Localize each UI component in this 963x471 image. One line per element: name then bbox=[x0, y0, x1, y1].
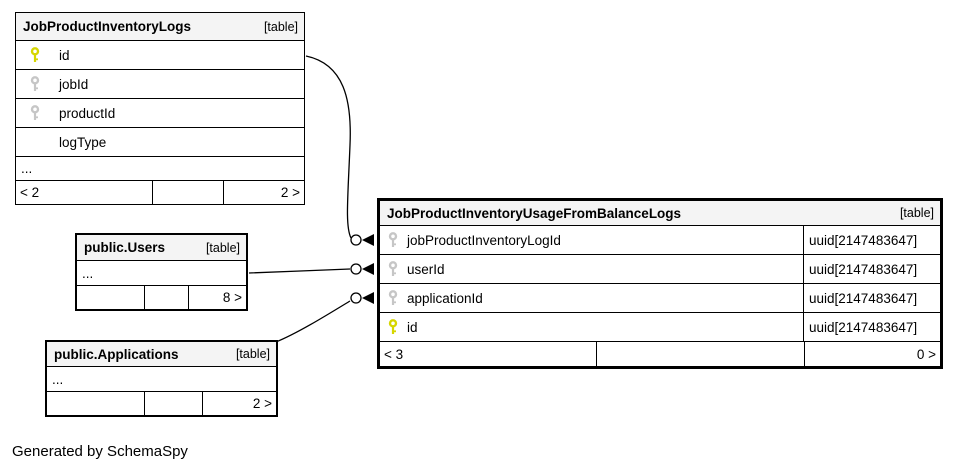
column-name: productId bbox=[59, 105, 116, 121]
table-footer: < 3 0 > bbox=[380, 342, 940, 366]
table-title[interactable]: public.Applications bbox=[54, 346, 179, 362]
degree-out-count: 8 > bbox=[188, 286, 246, 309]
column-name: logType bbox=[59, 134, 107, 150]
footer-spacer bbox=[145, 392, 202, 415]
table-node-public-users[interactable]: public.Users [table] ... 8 > bbox=[75, 233, 248, 311]
primary-key-icon bbox=[387, 319, 399, 335]
edge-endpoint-circle bbox=[350, 292, 362, 304]
table-type-badge: [table] bbox=[899, 206, 934, 220]
degree-in-count: < 3 bbox=[380, 342, 597, 366]
edge-arrowhead bbox=[362, 263, 374, 275]
column-name: id bbox=[407, 319, 418, 335]
column-name: jobProductInventoryLogId bbox=[407, 232, 561, 248]
column-type: uuid[2147483647] bbox=[803, 255, 940, 283]
edge-applications-to-balance bbox=[275, 300, 351, 343]
foreign-key-icon bbox=[387, 232, 399, 248]
primary-key-icon bbox=[29, 47, 41, 63]
column-row: userId uuid[2147483647] bbox=[380, 255, 940, 284]
degree-in-count: < 2 bbox=[16, 181, 153, 204]
table-footer: 2 > bbox=[47, 392, 276, 415]
degree-in-count bbox=[47, 392, 145, 415]
column-row: productId bbox=[16, 99, 304, 128]
table-title[interactable]: JobProductInventoryLogs bbox=[23, 19, 192, 34]
table-type-badge: [table] bbox=[263, 19, 298, 34]
column-name: jobId bbox=[59, 76, 89, 92]
table-type-badge: [table] bbox=[205, 240, 240, 255]
foreign-key-icon bbox=[29, 105, 41, 121]
generated-by-caption: Generated by SchemaSpy bbox=[12, 443, 188, 460]
edge-endpoint-circle bbox=[350, 234, 362, 246]
edge-arrowhead bbox=[362, 234, 374, 246]
table-footer: < 2 2 > bbox=[16, 181, 304, 204]
foreign-key-icon bbox=[387, 290, 399, 306]
table-type-badge: [table] bbox=[235, 347, 270, 361]
degree-out-count: 0 > bbox=[804, 342, 940, 366]
more-columns-ellipsis: ... bbox=[47, 367, 276, 392]
column-type: uuid[2147483647] bbox=[803, 226, 940, 254]
edge-arrowhead bbox=[362, 292, 374, 304]
column-name: applicationId bbox=[407, 290, 483, 306]
degree-out-count: 2 > bbox=[223, 181, 304, 204]
degree-in-count bbox=[77, 286, 145, 309]
table-node-jobproductinventorylogs[interactable]: JobProductInventoryLogs [table] id jobId… bbox=[15, 12, 305, 205]
foreign-key-icon bbox=[29, 76, 41, 92]
table-header: public.Users [table] bbox=[77, 235, 246, 261]
table-header: JobProductInventoryUsageFromBalanceLogs … bbox=[380, 201, 940, 226]
edge-logs-to-balance bbox=[305, 55, 352, 239]
table-title[interactable]: JobProductInventoryUsageFromBalanceLogs bbox=[387, 205, 682, 221]
footer-spacer bbox=[145, 286, 188, 309]
column-row: jobId bbox=[16, 70, 304, 99]
footer-spacer bbox=[597, 342, 804, 366]
column-name: id bbox=[59, 47, 70, 63]
column-row: logType bbox=[16, 128, 304, 157]
more-columns-ellipsis: ... bbox=[77, 261, 246, 286]
footer-spacer bbox=[153, 181, 223, 204]
table-header: JobProductInventoryLogs [table] bbox=[16, 13, 304, 41]
table-title[interactable]: public.Users bbox=[84, 240, 166, 255]
more-columns-ellipsis: ... bbox=[16, 157, 304, 181]
column-type: uuid[2147483647] bbox=[803, 313, 940, 341]
table-header: public.Applications [table] bbox=[47, 342, 276, 367]
foreign-key-icon bbox=[387, 261, 399, 277]
table-footer: 8 > bbox=[77, 286, 246, 309]
column-row: applicationId uuid[2147483647] bbox=[380, 284, 940, 313]
degree-out-count: 2 > bbox=[202, 392, 276, 415]
table-node-public-applications[interactable]: public.Applications [table] ... 2 > bbox=[45, 340, 278, 417]
column-row: jobProductInventoryLogId uuid[2147483647… bbox=[380, 226, 940, 255]
column-row: id bbox=[16, 41, 304, 70]
column-row: id uuid[2147483647] bbox=[380, 313, 940, 342]
column-type: uuid[2147483647] bbox=[803, 284, 940, 312]
edge-users-to-balance bbox=[248, 268, 351, 274]
column-name: userId bbox=[407, 261, 445, 277]
edge-endpoint-circle bbox=[350, 263, 362, 275]
table-node-jobproductinventoryusagefrombalancelogs[interactable]: JobProductInventoryUsageFromBalanceLogs … bbox=[377, 198, 943, 369]
